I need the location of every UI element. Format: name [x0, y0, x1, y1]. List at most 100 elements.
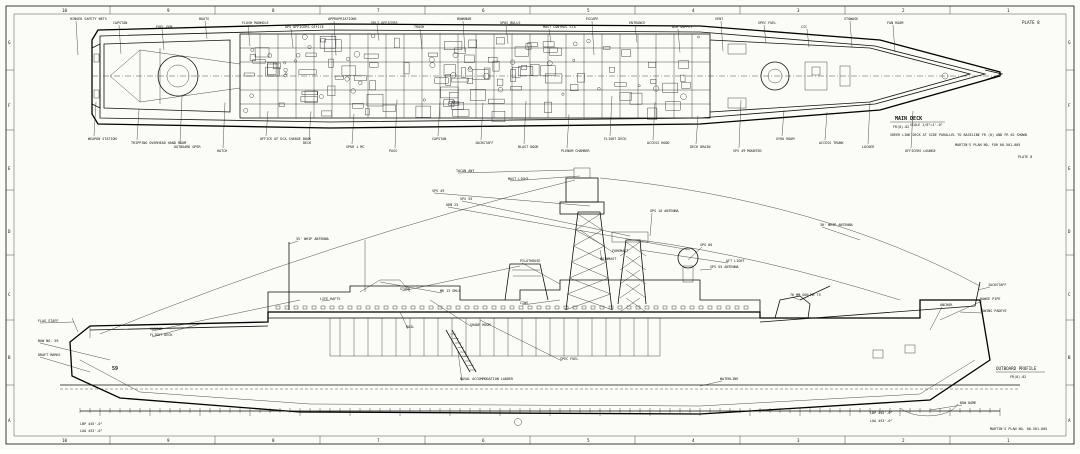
plan-leader	[93, 102, 97, 137]
plan-callout-label: DECK DRAIN	[690, 145, 710, 149]
deck-fitting	[250, 48, 255, 52]
deck-compartment	[629, 92, 643, 105]
deck-compartment	[570, 84, 579, 91]
deck-fitting	[483, 72, 490, 80]
deck-fitting	[429, 62, 436, 68]
mast-brace	[571, 261, 609, 279]
deck-compartment	[369, 80, 376, 91]
frame-scale: LBP 445'-0" LOA 453'-0" LBP 445'-0" LOA …	[79, 408, 1001, 433]
deck-compartment	[394, 37, 400, 48]
deckhouse-window	[707, 305, 713, 310]
deck-compartment	[301, 91, 318, 95]
mast-brace	[573, 245, 607, 263]
profile-callout-label: JACKSTAFF	[988, 283, 1006, 287]
profile-leader	[699, 268, 713, 271]
deck-compartment	[514, 46, 529, 57]
deck-fitting	[283, 61, 287, 65]
deck-compartment	[320, 38, 327, 43]
border-col-label: 8	[272, 438, 275, 443]
plan-callout-label: ESCAPE	[586, 17, 598, 21]
deckhouse-window	[293, 305, 299, 310]
deck-compartment	[647, 107, 658, 120]
plan-leader	[738, 100, 742, 149]
border-row-label: D	[8, 229, 11, 234]
profile-callout-label: TOWING PADEYE	[980, 309, 1007, 313]
dim-left: LBP 445'-0"	[80, 422, 102, 426]
border-row-label: G	[1068, 40, 1071, 45]
profile-leader	[461, 200, 631, 237]
profile-leader	[579, 229, 615, 254]
main-deck-title-block: MAIN DECK FR(0)-02 SCALE 1/8"=1'-0" SHEE…	[890, 20, 1040, 159]
plan-callout-label: VENT	[715, 17, 723, 21]
main-deck-sub: FR(0)-02	[893, 125, 909, 129]
deckhouse-window	[599, 305, 605, 310]
deck-compartment	[267, 62, 277, 75]
plan-callout-label: PASS	[389, 149, 397, 153]
deck-fitting	[452, 100, 455, 104]
plan-callout-label: FUEL GUN	[156, 25, 172, 29]
deckhouse-window	[410, 305, 416, 310]
profile-leader	[151, 323, 201, 338]
plan-callout-label: FLIGHT DECK	[604, 137, 627, 141]
border-col-label: 10	[62, 8, 68, 13]
deckhouse-window	[491, 305, 497, 310]
main-deck-note: SHEER LINE DECK AT SIDE PARALLEL TO BASE…	[890, 133, 1027, 137]
mast-brace	[571, 245, 605, 263]
deck-compartment	[609, 67, 615, 73]
profile-callout-label: PILOTHOUSE	[520, 259, 540, 263]
profile-callout-label: HANGAR	[150, 327, 163, 331]
deck-compartment	[614, 82, 627, 87]
deckhouse-window	[383, 305, 389, 310]
deck-fitting	[597, 87, 601, 91]
deck-compartment	[488, 57, 498, 63]
deckhouse-window	[455, 305, 461, 310]
border-col-label: 1	[1007, 438, 1010, 443]
deckhouse-window	[509, 305, 515, 310]
profile-callout-label: SPG 60	[700, 243, 712, 247]
deckhouse-window	[365, 305, 371, 310]
deck-compartment	[577, 73, 585, 83]
deck-compartment	[464, 54, 475, 63]
plan-callout-label: STOWAGE	[844, 17, 858, 21]
deck-compartment	[321, 110, 332, 117]
deckhouse-window	[572, 305, 578, 310]
deck-compartment	[369, 62, 379, 68]
deck-compartment	[527, 42, 538, 47]
deck-fitting	[467, 67, 473, 72]
plan-callout-label: OUTBOARD OPER	[174, 145, 201, 149]
profile-callout-label: BOW NO. 59	[38, 339, 58, 343]
deck-compartment	[497, 78, 504, 86]
deckhouse-window	[419, 305, 425, 310]
bottom-note: MARTIN'S PLAN NO. 00-501-005	[990, 427, 1047, 431]
deck-compartment	[365, 108, 370, 116]
deck-compartment	[451, 77, 469, 83]
plan-leader	[161, 28, 165, 51]
deck-compartment	[681, 82, 691, 89]
profile-leader	[821, 226, 861, 241]
deckhouse-window	[725, 305, 731, 310]
deck-compartment	[382, 104, 396, 112]
deck-compartment	[603, 46, 611, 50]
profile-leader	[288, 240, 299, 245]
border-col-label: 5	[587, 438, 590, 443]
profile-leader	[929, 404, 963, 411]
profile-leader	[401, 265, 521, 292]
mast-brace	[567, 293, 613, 311]
deck-compartment	[540, 65, 556, 76]
plan-callout-label: APPROPRIATIONS	[328, 17, 357, 21]
deck-fitting	[371, 33, 376, 39]
plan-leader	[265, 111, 269, 137]
deck-compartment	[466, 78, 473, 84]
deckhouse-window	[275, 305, 281, 310]
mast-brace	[565, 293, 611, 311]
deck-compartment	[305, 52, 317, 57]
plan-leader	[849, 20, 853, 48]
deck-compartment	[300, 96, 318, 102]
deckhouse-window	[446, 305, 452, 310]
deck-compartment	[662, 82, 679, 93]
deck-fitting	[452, 52, 459, 58]
deck-compartment	[319, 36, 337, 49]
deck-compartment	[510, 69, 517, 82]
deck-compartment	[415, 105, 431, 118]
plan-callout-label: BLAST DOOR	[518, 145, 539, 149]
